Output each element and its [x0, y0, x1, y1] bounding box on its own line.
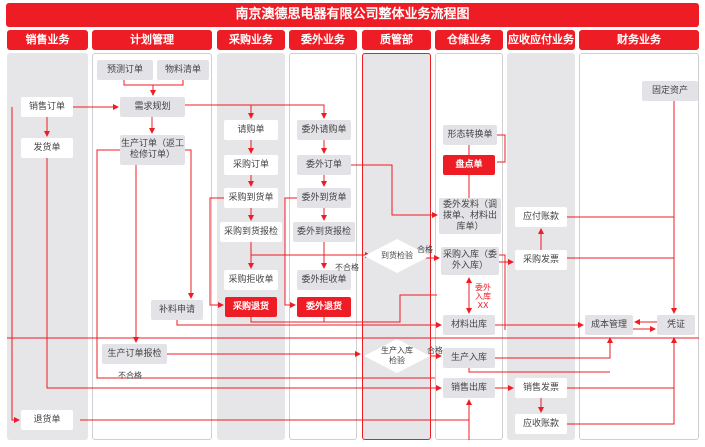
node-sales-invoice[interactable]: 销售发票: [515, 378, 567, 398]
lane-header-purchase: 采购业务: [217, 30, 285, 50]
lane-header-sales: 销售业务: [7, 30, 88, 50]
node-outsource-arrival[interactable]: 委外到货单: [297, 188, 351, 208]
node-purchase-return[interactable]: 采购退货: [225, 297, 277, 317]
lane-outsource: [289, 53, 357, 440]
node-material-supplement[interactable]: 补料申请: [151, 300, 203, 320]
lane-finance: [579, 53, 699, 440]
node-purchase-inspection[interactable]: 采购到货报检: [220, 222, 282, 242]
node-delivery-note[interactable]: 发货单: [21, 138, 73, 158]
lane-header-planning: 计划管理: [92, 30, 212, 50]
node-cost-management[interactable]: 成本管理: [585, 315, 633, 335]
node-purchase-invoice[interactable]: 采购发票: [515, 250, 567, 270]
node-stocktake[interactable]: 盘点单: [443, 155, 495, 175]
node-outsource-issue[interactable]: 委外发料（调拨单、材料出库单）: [439, 198, 501, 234]
node-outsource-requisition[interactable]: 委外请购单: [297, 120, 351, 140]
lane-header-quality: 质管部: [362, 30, 431, 50]
node-receivable[interactable]: 应收账款: [515, 414, 567, 434]
node-voucher[interactable]: 凭证: [657, 315, 695, 335]
node-outsource-rejection[interactable]: 委外拒收单: [297, 270, 351, 290]
node-purchase-order[interactable]: 采购订单: [224, 155, 278, 175]
node-sales-outbound[interactable]: 销售出库: [443, 378, 495, 398]
node-fixed-assets[interactable]: 固定资产: [642, 81, 698, 101]
node-outsource-inspection[interactable]: 委外到货报检: [293, 222, 355, 242]
decision-arrival-check[interactable]: 到货检验: [364, 239, 430, 273]
lane-warehouse: [435, 53, 503, 440]
node-form-conversion[interactable]: 形态转换单: [443, 125, 497, 145]
lane-header-ar-ap: 应收应付业务: [507, 30, 575, 50]
node-production-order[interactable]: 生产订单（返工检修订单）: [120, 135, 185, 165]
decision-label: 到货检验: [381, 251, 413, 260]
node-production-inspection[interactable]: 生产订单报检: [102, 344, 167, 364]
decision-production-check[interactable]: 生产入库检验: [364, 339, 430, 373]
lane-header-warehouse: 仓储业务: [435, 30, 503, 50]
label-pass: 合格: [427, 346, 443, 355]
node-purchase-requisition[interactable]: 请购单: [224, 120, 278, 140]
lane-header-finance: 财务业务: [579, 30, 699, 50]
node-outsource-return[interactable]: 委外退货: [297, 297, 351, 317]
node-purchase-inbound[interactable]: 采购入库（委外入库）: [441, 247, 499, 275]
label-fail: 不合格: [118, 371, 142, 380]
node-material-outbound[interactable]: 材料出库: [443, 315, 495, 335]
diagram-title: 南京澳德思电器有限公司整体业务流程图: [6, 3, 699, 27]
node-purchase-rejection[interactable]: 采购拒收单: [224, 270, 278, 290]
node-production-inbound[interactable]: 生产入库: [443, 348, 495, 368]
label-outsource-inbound: 委外入库XX: [475, 283, 491, 310]
node-payable[interactable]: 应付账款: [515, 207, 567, 227]
node-bom[interactable]: 物料清单: [157, 60, 209, 80]
lane-purchase: [217, 53, 285, 440]
node-sales-return[interactable]: 退货单: [21, 410, 73, 430]
decision-label: 生产入库检验: [381, 346, 413, 365]
label-fail: 不合格: [335, 263, 359, 272]
node-sales-order[interactable]: 销售订单: [21, 97, 73, 117]
node-outsource-order[interactable]: 委外订单: [297, 155, 351, 175]
label-pass: 合格: [417, 245, 433, 254]
lane-header-outsource: 委外业务: [289, 30, 357, 50]
node-demand-planning[interactable]: 需求规划: [120, 97, 185, 117]
node-forecast-order[interactable]: 预测订单: [97, 60, 153, 80]
node-purchase-arrival[interactable]: 采购到货单: [224, 188, 278, 208]
